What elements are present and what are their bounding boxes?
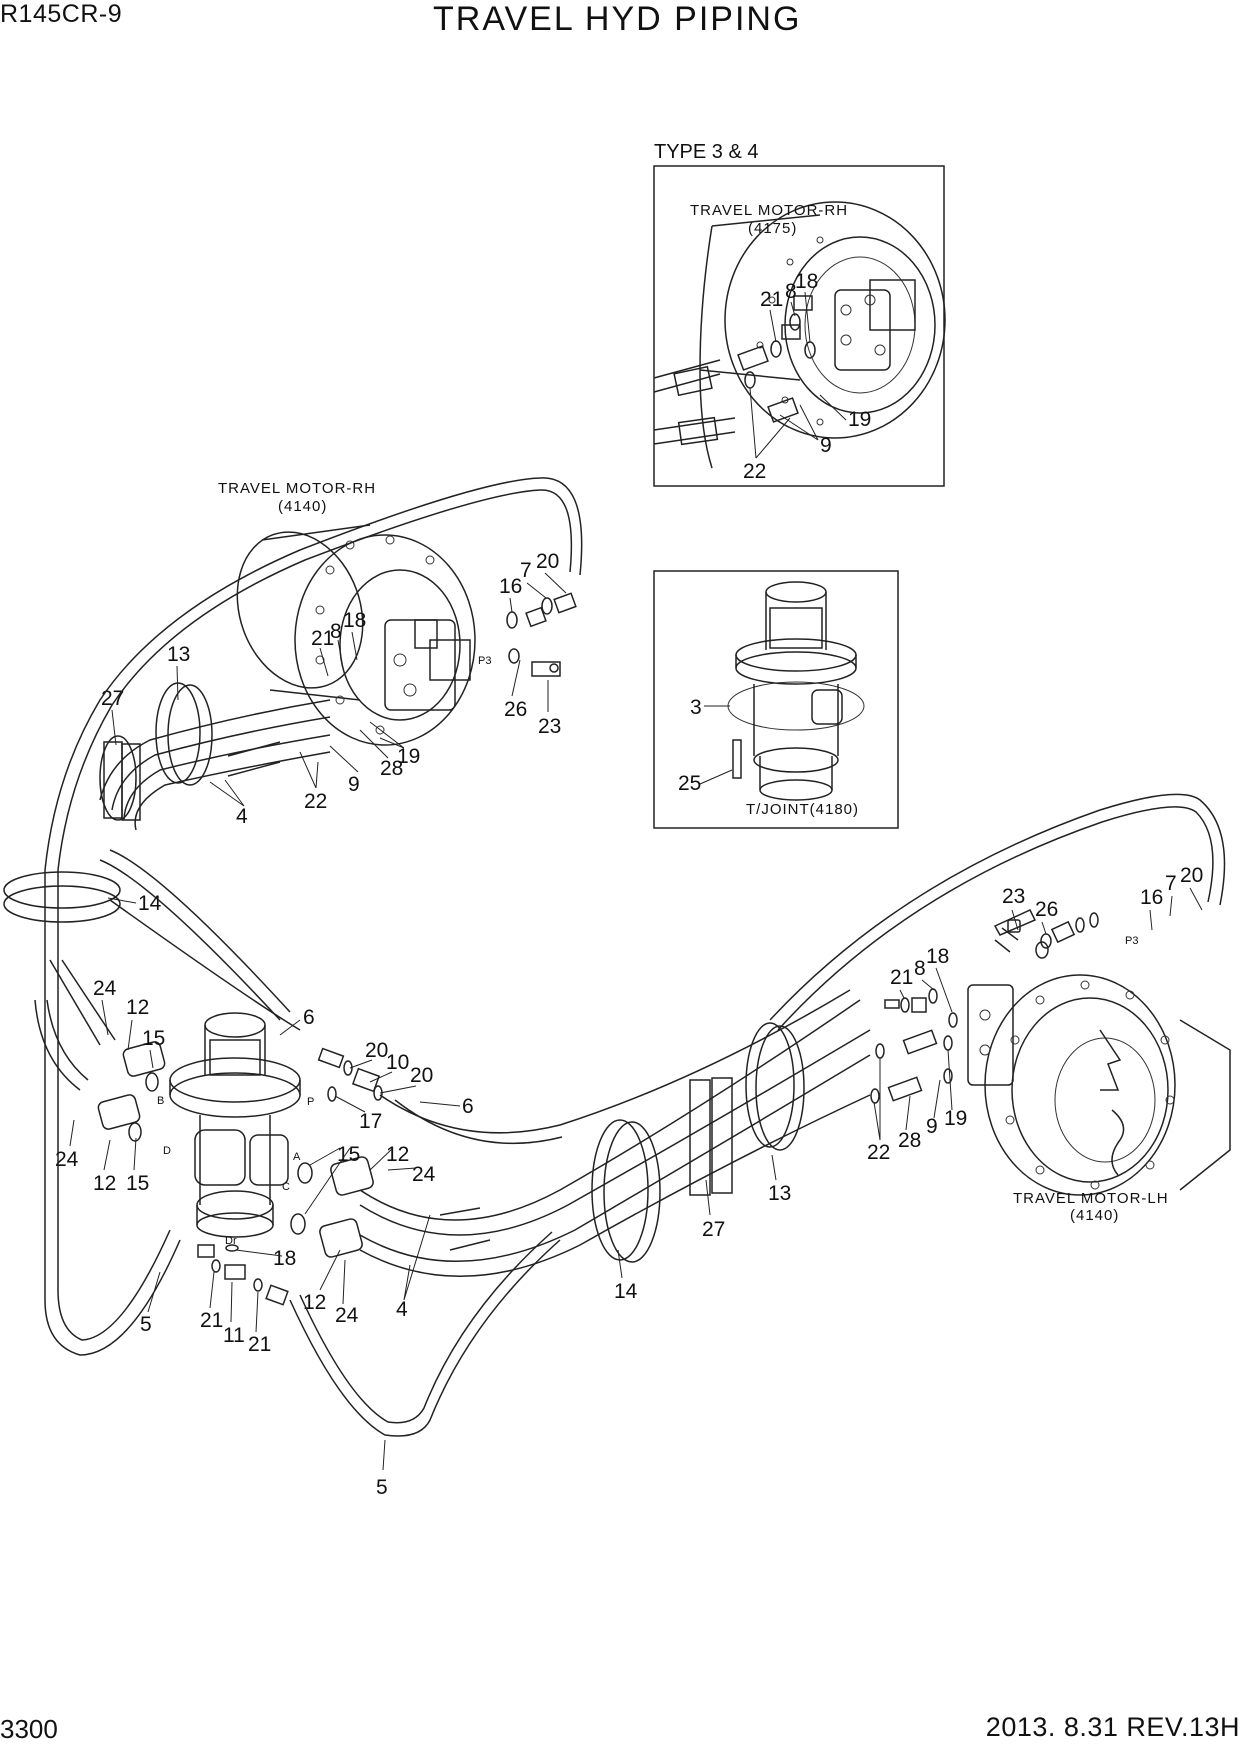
rh-motor-group: TRAVEL MOTOR-RH (4140) P3 16 7 20 21 8 1… <box>209 480 577 828</box>
inset1-callout-9: 9 <box>820 434 832 457</box>
inset1-frame <box>653 165 945 487</box>
lh-callout-22: 22 <box>867 1141 890 1164</box>
inset2-callout-25: 25 <box>678 772 701 795</box>
inset1-heading: TYPE 3 & 4 <box>654 141 759 163</box>
lh-callout-7: 7 <box>1165 872 1177 895</box>
lh-motor-caption: TRAVEL MOTOR-LH <box>1013 1190 1169 1207</box>
inset-type-3-4: TYPE 3 & 4 <box>653 141 946 487</box>
lh-callout-20: 20 <box>1180 864 1203 887</box>
center-callout-5a: 5 <box>140 1313 152 1336</box>
inset2-callout-3: 3 <box>690 696 702 719</box>
inset2-tjoint-drawing <box>727 581 865 801</box>
center-callout-21b: 21 <box>248 1333 271 1356</box>
center-callout-4: 4 <box>396 1298 408 1321</box>
rh-motor-caption: TRAVEL MOTOR-RH <box>218 480 376 497</box>
left-callout-15b: 15 <box>126 1172 149 1195</box>
center-callout-21a: 21 <box>200 1309 223 1332</box>
inset1-callout-18: 18 <box>795 270 818 293</box>
lh-callout-28: 28 <box>898 1129 921 1152</box>
center-callout-17: 17 <box>359 1110 382 1133</box>
lh-callout-8: 8 <box>914 957 926 980</box>
left-callout-12b: 12 <box>93 1172 116 1195</box>
rh-callout-4: 4 <box>236 805 248 828</box>
center-callout-20b: 20 <box>410 1064 433 1087</box>
center-joint-drawing <box>97 1012 383 1306</box>
rh-callout-18: 18 <box>343 609 366 632</box>
lh-motor-ref: (4140) <box>1070 1207 1119 1224</box>
center-callout-14: 14 <box>614 1280 638 1303</box>
left-callout-15a: 15 <box>142 1027 165 1050</box>
rh-callout-22: 22 <box>304 790 327 813</box>
center-callout-24a: 24 <box>412 1163 436 1186</box>
center-port-d: D <box>163 1145 171 1157</box>
center-callout-12a: 12 <box>386 1143 409 1166</box>
lh-motor-group: TRAVEL MOTOR-LH (4140) P3 23 26 16 7 20 … <box>867 864 1231 1224</box>
rh-callout-9: 9 <box>348 773 360 796</box>
rh-callout-8: 8 <box>330 620 342 643</box>
inset1-motor-drawing <box>653 201 946 469</box>
center-joint-group: B P D A C Dr 6 20 10 20 17 6 15 12 24 18… <box>97 1006 474 1499</box>
center-callout-18: 18 <box>273 1247 296 1270</box>
lh-callout-23: 23 <box>1002 885 1025 908</box>
lh-callout-16: 16 <box>1140 886 1163 909</box>
inset1-callout-8: 8 <box>785 280 797 303</box>
rh-callout-19: 19 <box>397 745 420 768</box>
left-callout-12a: 12 <box>126 996 149 1019</box>
inset1-motor-ref: (4175) <box>748 220 797 237</box>
revision-date: 2013. 8.31 REV.13H <box>985 1712 1240 1742</box>
center-callout-5b: 5 <box>376 1476 388 1499</box>
rh-port-p3: P3 <box>478 655 491 667</box>
inset1-callout-21: 21 <box>760 288 783 311</box>
rh-callout-21: 21 <box>311 627 334 650</box>
center-callout-10: 10 <box>386 1051 409 1074</box>
inset1-motor-caption: TRAVEL MOTOR-RH <box>690 202 848 219</box>
center-callout-12b: 12 <box>303 1291 326 1314</box>
page-number: 3300 <box>0 1714 58 1744</box>
inset1-callout-22: 22 <box>743 460 766 483</box>
rh-motor-drawing <box>236 524 577 746</box>
left-callout-14: 14 <box>138 892 162 915</box>
lh-callout-21: 21 <box>890 966 913 989</box>
left-clamp-group: 13 27 14 24 12 15 24 12 15 <box>55 643 190 1195</box>
center-callout-11: 11 <box>223 1324 245 1347</box>
page-title: TRAVEL HYD PIPING <box>433 0 802 38</box>
rh-motor-ref: (4140) <box>278 498 327 515</box>
inset2-frame <box>653 570 899 829</box>
center-callout-15: 15 <box>337 1143 360 1166</box>
lh-port-p3: P3 <box>1125 935 1138 947</box>
lh-callout-18: 18 <box>926 945 949 968</box>
left-callout-24a: 24 <box>93 977 117 1000</box>
left-callout-13: 13 <box>167 643 190 666</box>
center-callout-6b: 6 <box>462 1095 474 1118</box>
rh-callout-23: 23 <box>538 715 561 738</box>
lh-callout-19: 19 <box>944 1107 967 1130</box>
center-callout-27: 27 <box>702 1218 725 1241</box>
rh-callout-20: 20 <box>536 550 559 573</box>
center-port-dr: Dr <box>225 1235 237 1247</box>
center-callout-13: 13 <box>768 1182 791 1205</box>
left-callout-27: 27 <box>101 687 124 710</box>
center-callout-6a: 6 <box>303 1006 315 1029</box>
rh-callout-28: 28 <box>380 757 403 780</box>
lh-callout-26: 26 <box>1035 898 1058 921</box>
hose-routing <box>3 477 1226 1437</box>
center-port-a: A <box>293 1151 301 1163</box>
inset-tjoint: 3 25 T/JOINT(4180) <box>653 570 899 829</box>
center-port-c: C <box>282 1181 290 1193</box>
lh-callout-9: 9 <box>926 1115 938 1138</box>
center-port-p: P <box>307 1096 314 1108</box>
left-callout-24b: 24 <box>55 1148 79 1171</box>
rh-callout-26: 26 <box>504 698 527 721</box>
center-port-b: B <box>157 1095 164 1107</box>
rh-callout-7: 7 <box>520 559 532 582</box>
model-number: R145CR-9 <box>0 0 123 28</box>
inset1-callout-19: 19 <box>848 408 871 431</box>
inset2-caption: T/JOINT(4180) <box>746 801 859 818</box>
lh-motor-drawing <box>870 909 1231 1196</box>
center-callout-20a: 20 <box>365 1039 388 1062</box>
center-callout-24b: 24 <box>335 1304 359 1327</box>
center-clamp-group: 14 27 13 <box>614 1154 791 1303</box>
rh-callout-16: 16 <box>499 575 522 598</box>
